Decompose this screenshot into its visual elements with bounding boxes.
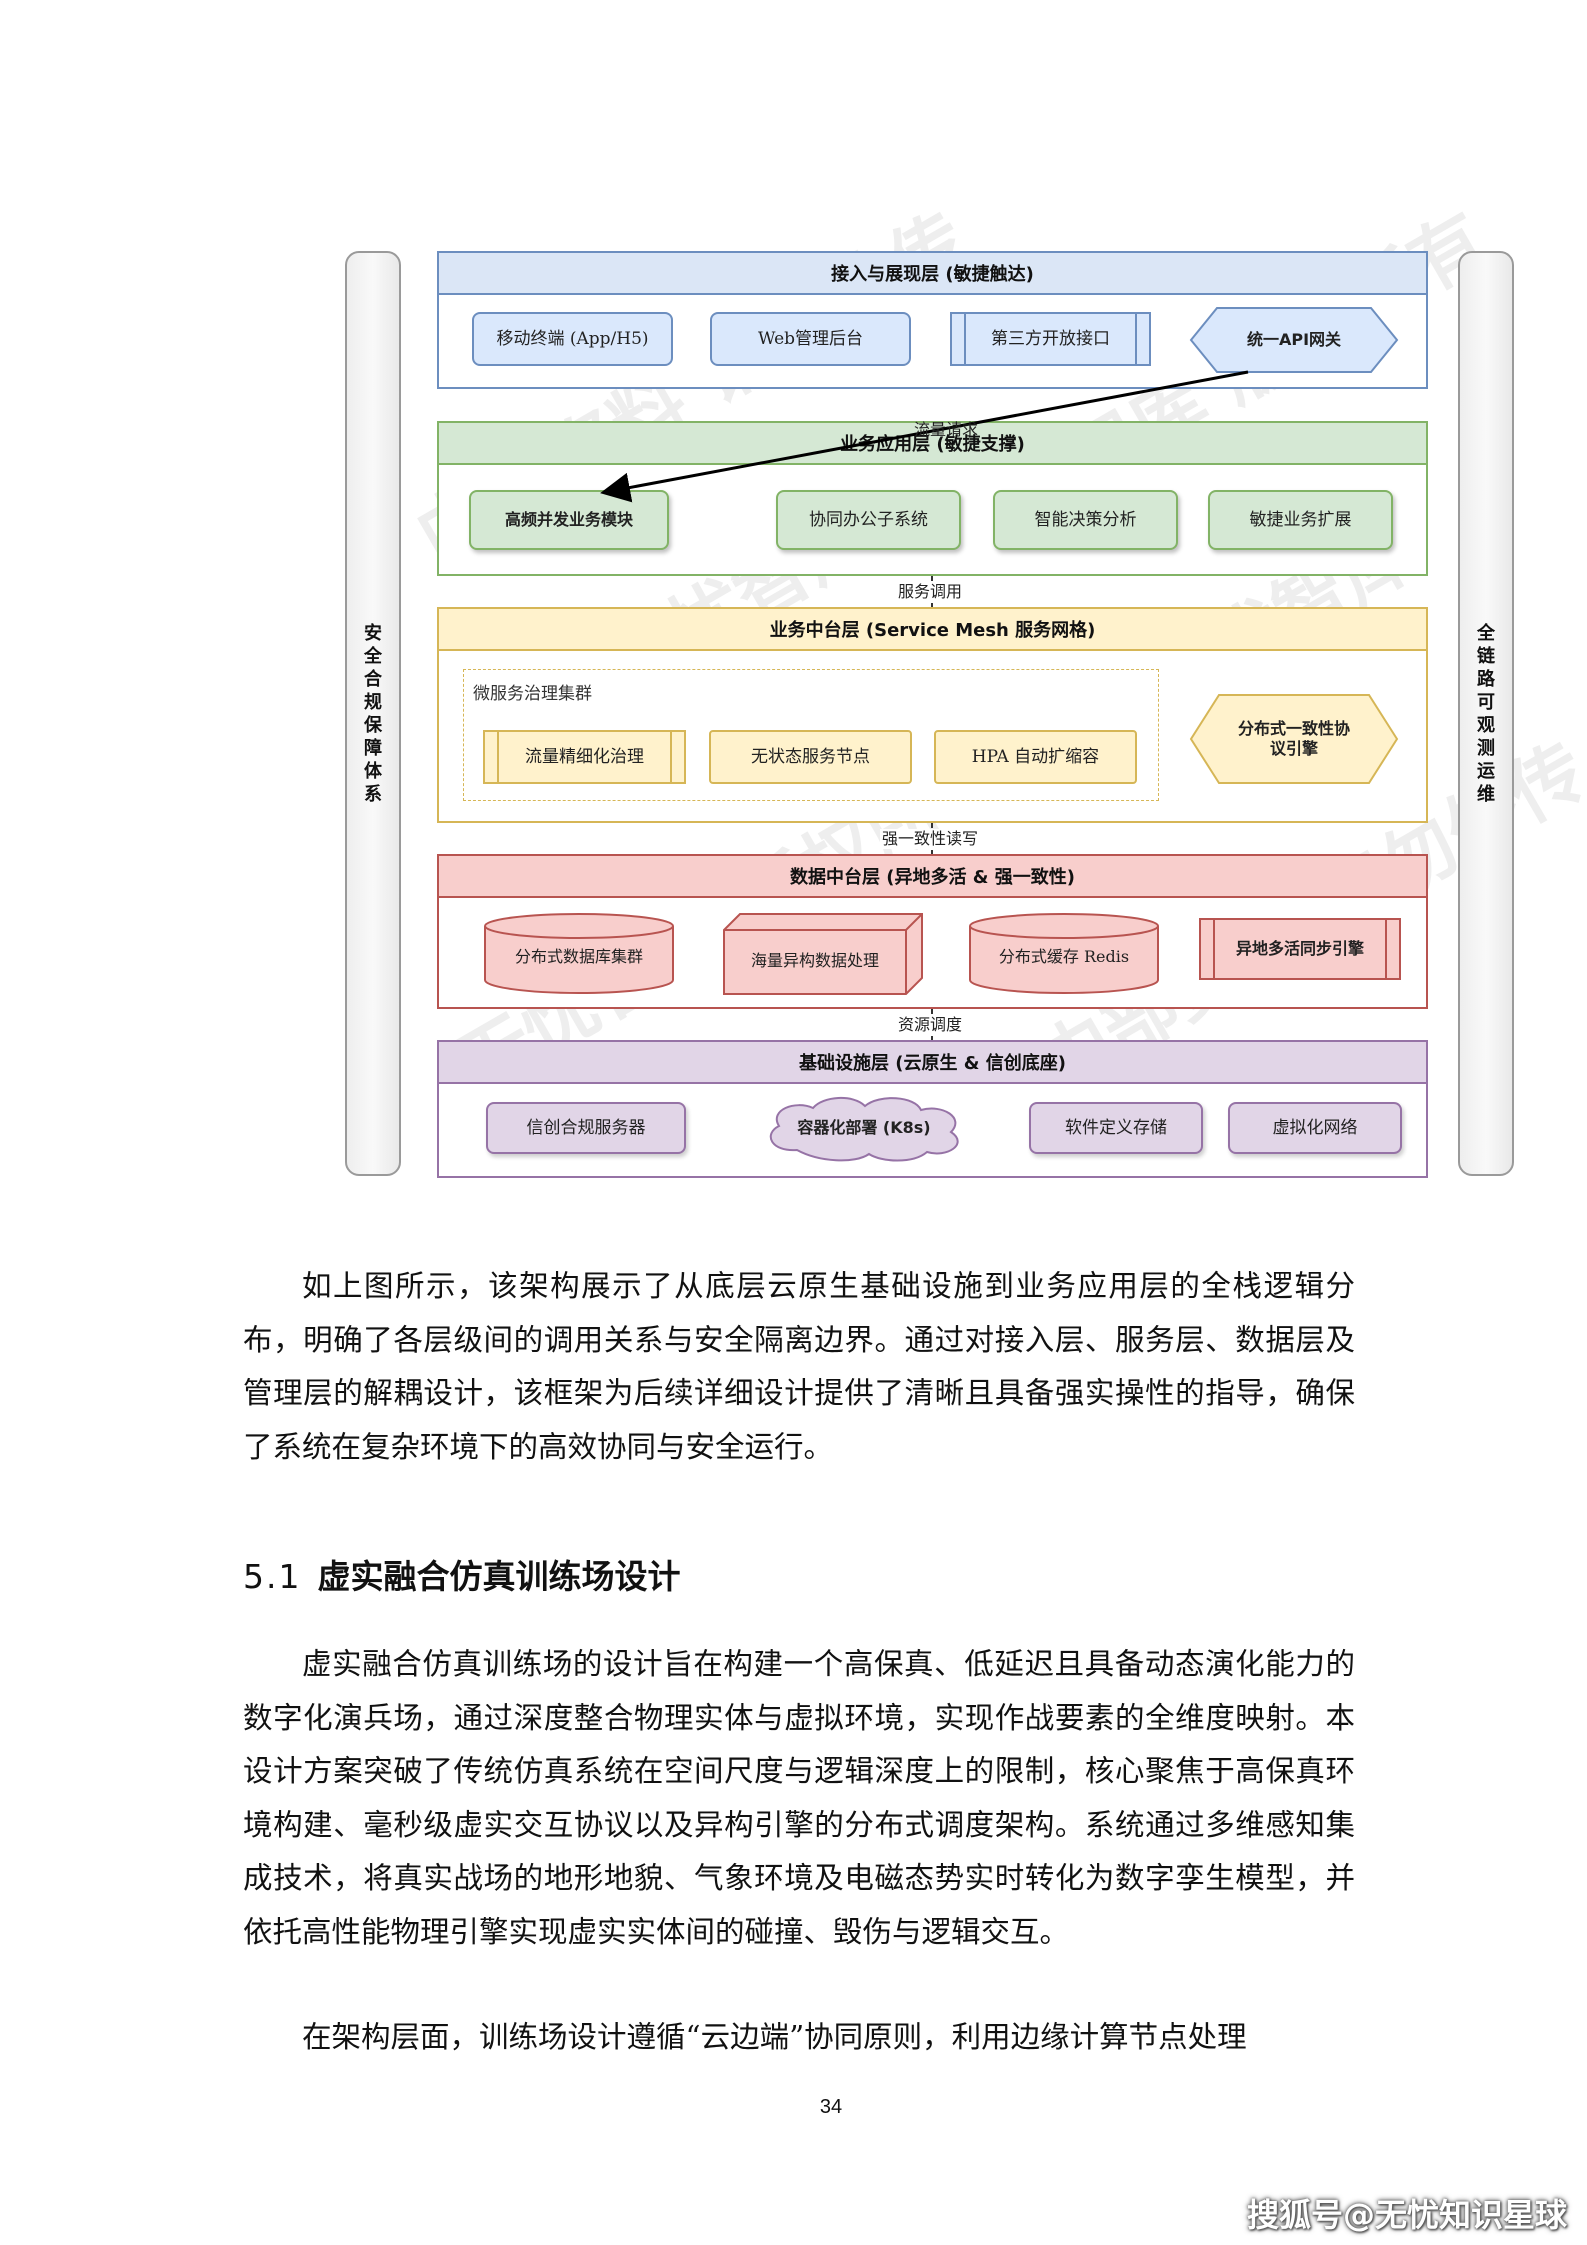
diagram-edges (600, 370, 1249, 1040)
k8s-cloud-shape (769, 1097, 959, 1162)
security-compliance-label: 安全合规保障体系 (364, 622, 382, 805)
section-intro-paragraph: 虚实融合仿真训练场的设计旨在构建一个高保真、低延迟且具备动态演化能力的数字化演兵… (243, 1647, 1355, 1949)
api-gateway-hexagon (1189, 307, 1399, 373)
observability-ops-bar: 全链路可观测运维 (1458, 251, 1514, 1176)
section-number: 5.1 (243, 1557, 302, 1596)
redis-cache-label: 分布式缓存 Redis (998, 947, 1130, 966)
resource-scheduling-label: 资源调度 (896, 1015, 965, 1035)
data-middle-layer-title: 数据中台层 (异地多活 & 强一致性) (437, 854, 1428, 898)
business-app-layer-title: 业务应用层 (敏捷支撑) (437, 421, 1428, 465)
architecture-diagram: 内部资料 请勿外传 无忧智库 版权所有 无忧智库 版权所有 内部资料 请勿外传 … (345, 197, 1587, 1178)
api-gateway-label: 统一API网关 (1246, 330, 1342, 349)
observability-ops-label: 全链路可观测运维 (1477, 622, 1495, 805)
architecture-paragraph: 在架构层面，训练场设计遵循“云边端”协同原则，利用边缘计算节点处理 (302, 2020, 1247, 2054)
infrastructure-layer: 基础设施层 (云原生 & 信创底座) 信创合规服务器 容器化部署 (K8s) 软… (437, 1040, 1428, 1178)
high-concurrency-module-node: 高频并发业务模块 (469, 490, 669, 550)
heterogeneous-data-cube (723, 913, 923, 995)
traffic-request-label: 流量请求 (914, 420, 979, 439)
xinchuang-server-node: 信创合规服务器 (486, 1102, 686, 1154)
software-defined-storage-node: 软件定义存储 (1029, 1102, 1203, 1154)
consistency-rw-label: 强一致性读写 (880, 829, 981, 849)
decision-analysis-node: 智能决策分析 (993, 490, 1178, 550)
business-middle-layer-body: 微服务治理集群 流量精细化治理 无状态服务节点 HPA 自动扩缩容 分布式一致性… (437, 651, 1428, 823)
third-party-api-node: 第三方开放接口 (950, 312, 1151, 366)
mobile-terminal-node: 移动终端 (App/H5) (472, 312, 673, 366)
section-heading: 5.1 虚实融合仿真训练场设计 (243, 1550, 680, 1598)
database-cluster-cylinder (484, 913, 674, 994)
stateless-service-node: 无状态服务节点 (709, 730, 912, 784)
microservice-cluster-label: 微服务治理集群 (473, 684, 592, 704)
business-middle-layer: 业务中台层 (Service Mesh 服务网格) 微服务治理集群 流量精细化治… (437, 607, 1428, 823)
consensus-engine-label: 分布式一致性协议引擎 (1237, 719, 1350, 758)
virtual-network-node: 虚拟化网络 (1228, 1102, 1402, 1154)
page-number: 34 (819, 2096, 843, 2118)
traffic-request-arrow (600, 370, 1249, 503)
infrastructure-layer-title: 基础设施层 (云原生 & 信创底座) (437, 1040, 1428, 1084)
access-layer-body: 移动终端 (App/H5) Web管理后台 第三方开放接口 统一API网关 (437, 295, 1428, 389)
source-watermark: 搜狐号@无忧知识星球 (1246, 2196, 1567, 2234)
access-layer-title: 接入与展现层 (敏捷触达) (437, 251, 1428, 295)
access-layer: 接入与展现层 (敏捷触达) 移动终端 (App/H5) Web管理后台 第三方开… (437, 251, 1428, 389)
collaborative-office-node: 协同办公子系统 (776, 490, 961, 550)
business-middle-layer-title: 业务中台层 (Service Mesh 服务网格) (437, 607, 1428, 651)
service-call-label: 服务调用 (896, 582, 965, 602)
data-middle-layer: 数据中台层 (异地多活 & 强一致性) 分布式数据库集群 海量异构数据处理 分布… (437, 854, 1428, 1009)
web-admin-node: Web管理后台 (710, 312, 911, 366)
heterogeneous-data-label: 海量异构数据处理 (750, 951, 879, 970)
security-compliance-bar: 安全合规保障体系 (345, 251, 401, 1176)
infrastructure-layer-body: 信创合规服务器 容器化部署 (K8s) 软件定义存储 虚拟化网络 (437, 1084, 1428, 1178)
agile-extension-node: 敏捷业务扩展 (1208, 490, 1393, 550)
traffic-governance-node: 流量精细化治理 (483, 730, 686, 784)
geo-sync-engine-node: 异地多活同步引擎 (1199, 918, 1401, 980)
consensus-engine-hexagon (1189, 694, 1399, 784)
redis-cache-cylinder (969, 913, 1159, 994)
data-middle-layer-body: 分布式数据库集群 海量异构数据处理 分布式缓存 Redis 异地多活同步引擎 (437, 898, 1428, 1009)
database-cluster-label: 分布式数据库集群 (514, 947, 643, 966)
k8s-cloud-label: 容器化部署 (K8s) (797, 1118, 931, 1137)
hpa-autoscaling-node: HPA 自动扩缩容 (934, 730, 1137, 784)
diagram-summary-paragraph: 如上图所示，该架构展示了从底层云原生基础设施到业务应用层的全栈逻辑分布，明确了各… (243, 1269, 1355, 1464)
microservice-cluster: 微服务治理集群 流量精细化治理 无状态服务节点 HPA 自动扩缩容 (463, 669, 1159, 801)
section-title: 虚实融合仿真训练场设计 (317, 1557, 681, 1596)
